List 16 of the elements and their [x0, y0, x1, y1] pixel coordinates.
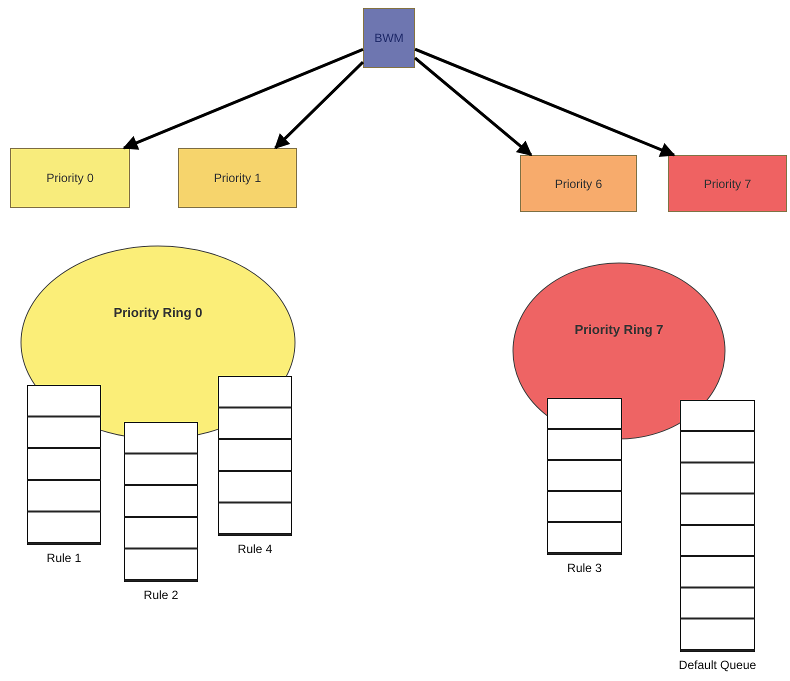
ring-title: Priority Ring 0 [114, 305, 202, 321]
priority-box: Priority 7 [668, 155, 787, 212]
arrow [122, 48, 364, 150]
priority-box: BWM [363, 8, 415, 68]
arrow [414, 48, 676, 157]
arrow [414, 56, 532, 156]
priority-box: Priority 6 [520, 155, 637, 212]
queue-label: Rule 3 [567, 561, 602, 575]
arrow [274, 60, 364, 150]
queue-label: Rule 2 [144, 588, 178, 602]
priority-box: Priority 1 [178, 148, 297, 208]
ring-title: Priority Ring 7 [574, 322, 664, 338]
queue-label: Default Queue [678, 658, 756, 672]
queue-label: Rule 4 [238, 542, 272, 556]
priority-box: Priority 0 [10, 148, 130, 208]
queue-label: Rule 1 [46, 551, 82, 565]
